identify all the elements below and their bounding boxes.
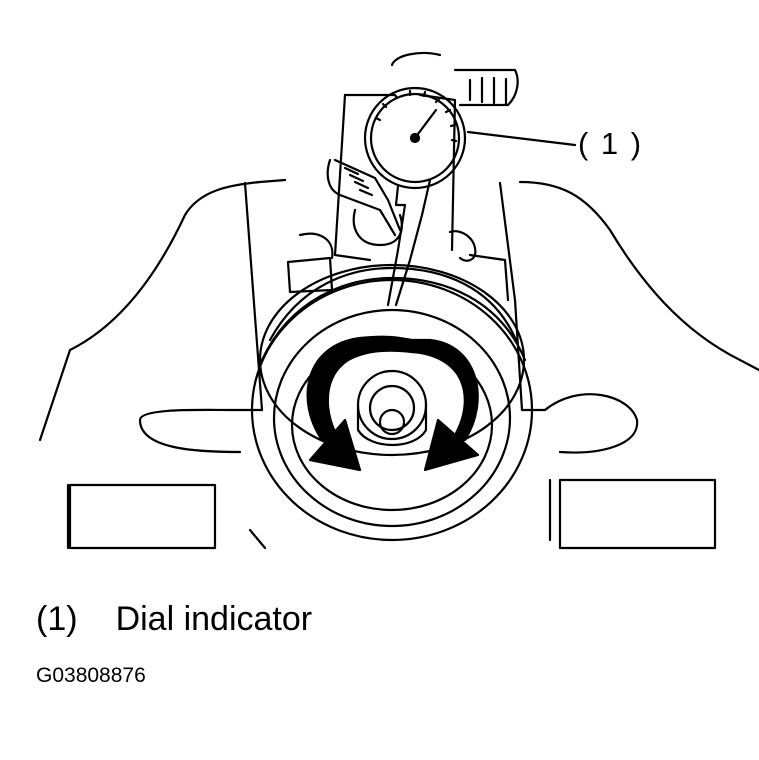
- callout-leader-line: [466, 130, 577, 147]
- legend-label: Dial indicator: [115, 600, 313, 638]
- pump-body: [286, 230, 510, 302]
- legend: (1) Dial indicator: [36, 600, 312, 639]
- rotation-arrows-icon: [306, 335, 480, 472]
- callout-label: ( 1 ): [578, 126, 644, 161]
- legend-number: (1): [36, 600, 78, 638]
- dial-gauge: [363, 86, 467, 307]
- clamp-lever: [326, 158, 403, 247]
- dial-indicator-illustration: [38, 51, 759, 550]
- indicator-bracket: [333, 51, 519, 262]
- figure-id: G03808876: [36, 664, 146, 687]
- pulley: [250, 263, 534, 542]
- engine-block-outline: [38, 178, 759, 550]
